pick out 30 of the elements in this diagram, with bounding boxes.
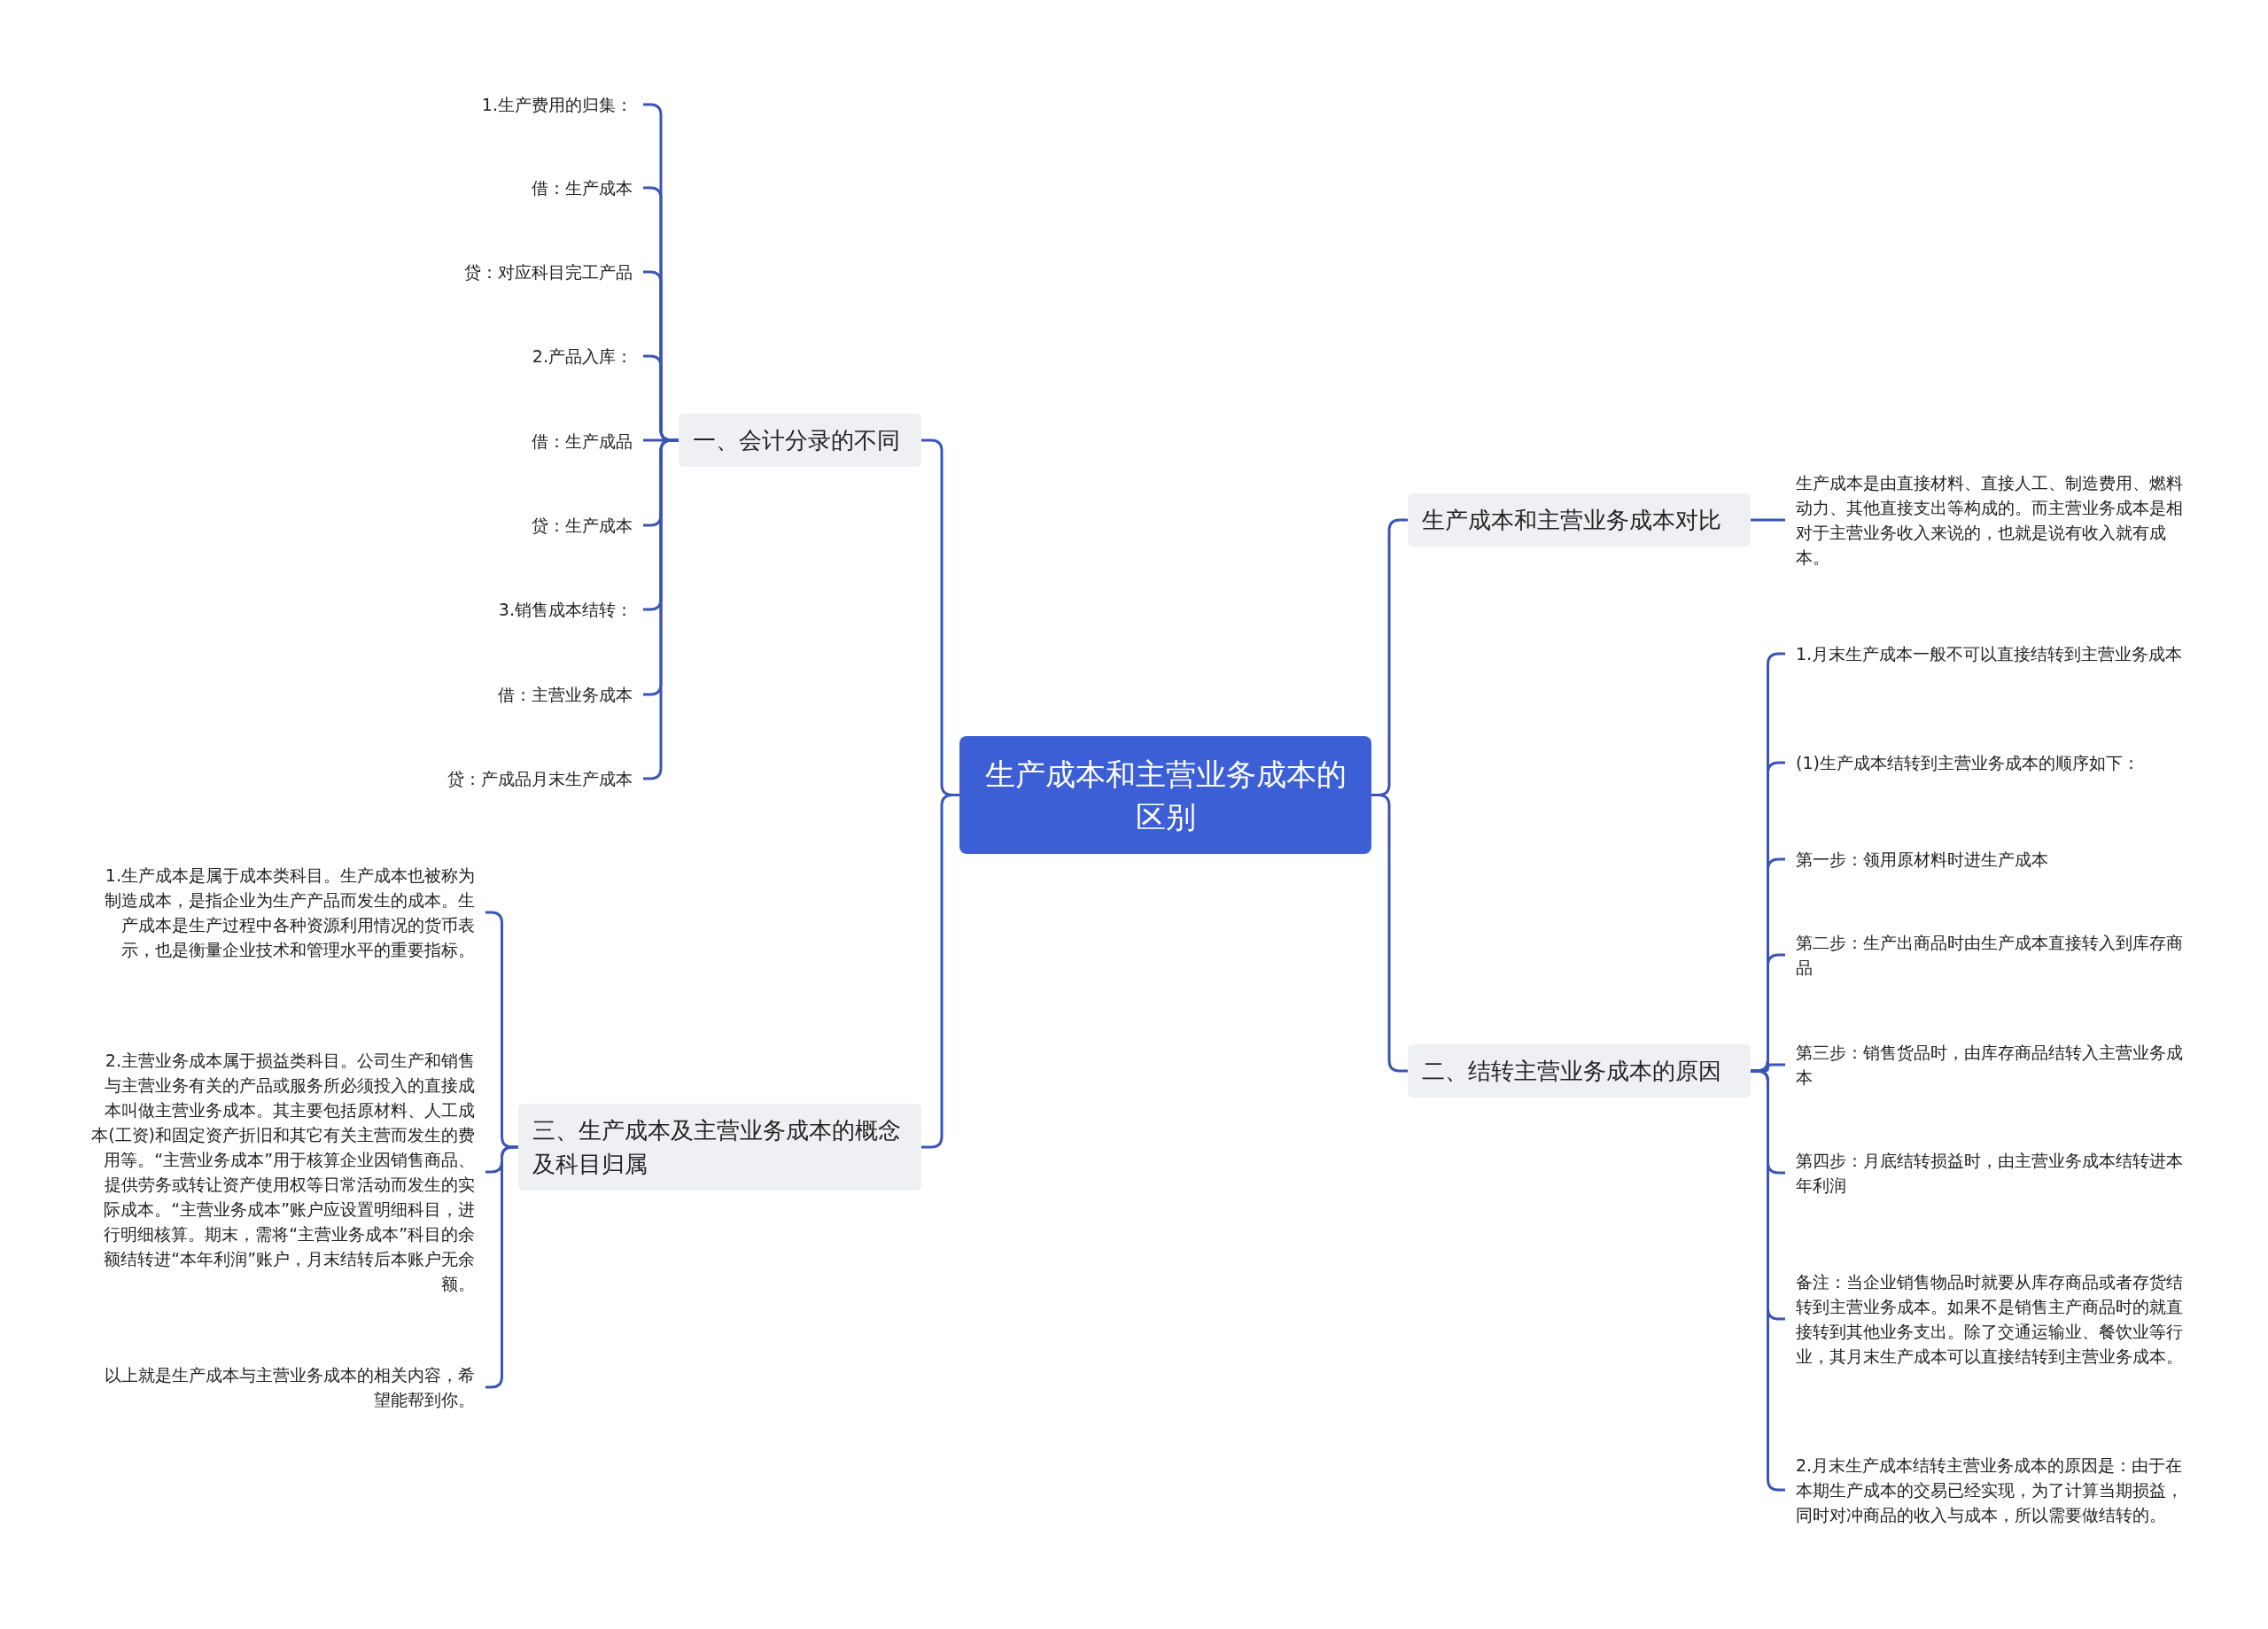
subtopic-text: 借：生产成品 <box>266 429 643 454</box>
subtopic-text: 借：生产成本 <box>266 175 643 200</box>
topic-box: 三、生产成本及主营业务成本的概念及科目归属 <box>518 1104 921 1191</box>
topic-box: 一、会计分录的不同 <box>679 414 921 467</box>
subtopic-text: 2.产品入库： <box>266 344 643 368</box>
subtopic-text: 贷：生产成本 <box>266 513 643 538</box>
subtopic-text: 2.主营业务成本属于损益类科目。公司生产和销售与主营业务有关的产品或服务所必须投入的直接成本叫做主营业务成本。其主要包括原材料、人工成本(工资)和固定资产折旧和其它有关主营而发生的费用等。“主营业务成本”用于核算企业因销售商品、提供劳务或转让资产使用权等日常活动而发生的实际成本。“主营业务成本”账户应设置明细科目，进行明细核算。期末，需将“主营业务成本”科目的余额结转进“本年利润”账户，月末结转后本账户无余额。 <box>89 1048 485 1296</box>
subtopic-text: 贷：对应科目完工产品 <box>266 260 643 284</box>
subtopic-text: 第二步：生产出商品时由生产成本直接转入到库存商品 <box>1785 930 2193 980</box>
subtopic-text: 备注：当企业销售物品时就要从库存商品或者存货结转到主营业务成本。如果不是销售主产商品时的就直接转到其他业务支出。除了交通运输业、餐饮业等行业，其月末生产成本可以直接结转到主营业务成本。 <box>1785 1269 2193 1369</box>
subtopic-text: 1.生产成本是属于成本类科目。生产成本也被称为制造成本，是指企业为生产产品而发生的成本。生产成本是生产过程中各种资源利用情况的货币表示，也是衡量企业技术和管理水平的重要指标。 <box>89 863 485 962</box>
subtopic-text: 3.销售成本结转： <box>266 597 643 622</box>
subtopic-text: 贷：产成品月末生产成本 <box>266 766 643 791</box>
connector-line <box>1751 1069 1785 1492</box>
topic-box: 生产成本和主营业务成本对比 <box>1408 493 1751 547</box>
subtopic-text: 第四步：月底结转损益时，由主营业务成本结转进本年利润 <box>1785 1148 2193 1198</box>
subtopic-text: 借：主营业务成本 <box>266 682 643 707</box>
subtopic-text: 生产成本是由直接材料、直接人工、制造费用、燃料动力、其他直接支出等构成的。而主营业务成本是相对于主营业务收入来说的，也就是说有收入就有成本。 <box>1785 470 2193 570</box>
connector-line <box>1751 518 1785 522</box>
subtopic-text: 1.生产费用的归集： <box>266 92 643 117</box>
subtopic-text: 2.月末生产成本结转主营业务成本的原因是：由于在本期生产成本的交易已经实现，为了计算当期损益，同时对冲商品的收入与成本，所以需要做结转的。 <box>1785 1453 2193 1527</box>
topic-box: 二、结转主营业务成本的原因 <box>1408 1044 1751 1098</box>
subtopic-text: (1)生产成本结转到主营业务成本的顺序如下： <box>1785 750 2193 775</box>
subtopic-text: 以上就是生产成本与主营业务成本的相关内容，希望能帮到你。 <box>89 1362 485 1412</box>
subtopic-text: 第三步：销售货品时，由库存商品结转入主营业务成本 <box>1785 1040 2193 1090</box>
connector-line <box>921 794 959 1149</box>
subtopic-text: 1.月末生产成本一般不可以直接结转到主营业务成本 <box>1785 641 2193 666</box>
connector-line <box>1371 794 1408 1073</box>
central-topic-box: 生产成本和主营业务成本的区别 <box>959 736 1371 854</box>
subtopic-text: 第一步：领用原材料时进生产成本 <box>1785 847 2193 872</box>
